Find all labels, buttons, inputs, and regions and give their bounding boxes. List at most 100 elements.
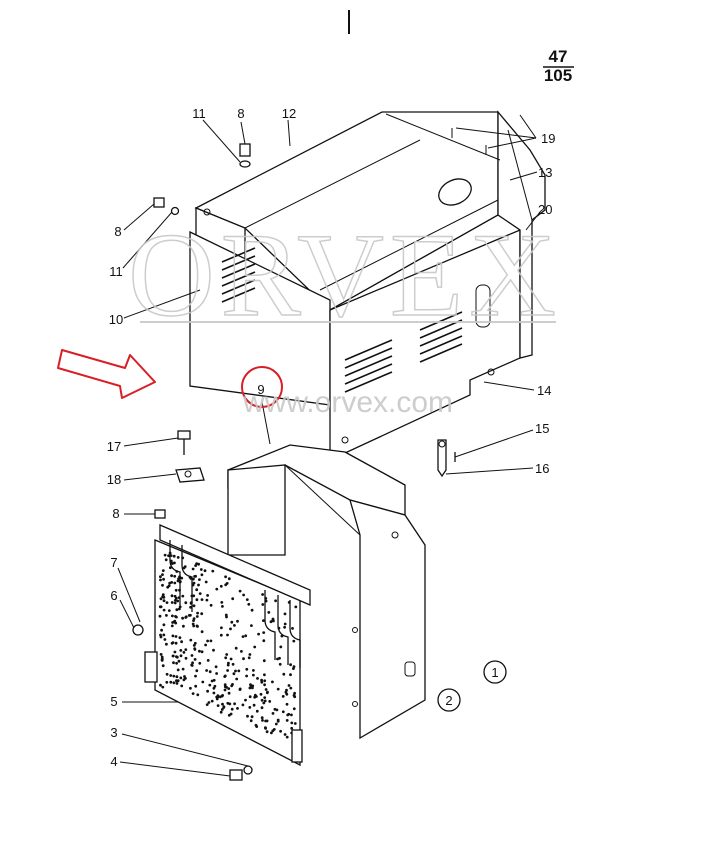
radiator-fins [158,551,298,739]
fin-dot [245,674,249,678]
fin-dot [162,608,166,612]
fin-dot [224,575,228,579]
fin-dot [285,719,289,722]
fin-dot [192,604,196,608]
fin-dot [205,669,209,672]
fin-dot [200,598,204,601]
fin-dot [230,684,234,688]
callout-11-top: 11 [192,106,206,121]
fin-dot [285,702,289,706]
fin-dot [236,707,239,710]
callout-9: 9 [257,382,264,397]
fin-dot [170,601,174,604]
bolt-8-top [239,143,251,168]
fin-dot [172,554,176,558]
leader-lines [117,114,541,777]
fin-dot [170,574,174,578]
fin-dot [219,633,223,637]
fin-dot [208,670,212,674]
fin-dot [169,674,173,677]
fin-dot [200,573,204,577]
fin-dot [193,641,197,645]
fin-dot [214,665,218,669]
lower-shroud-assembly [227,444,426,740]
fin-dot [197,583,200,587]
fin-dot [175,570,179,573]
fin-dot [196,693,200,697]
fin-dot [170,641,174,645]
fin-dot [165,680,169,684]
nut-6 [132,624,144,636]
fin-dot [212,678,216,682]
fin-dot [233,624,236,627]
fin-dot [276,687,280,691]
callout-14: 14 [537,383,551,398]
fin-dot [176,668,180,672]
fin-dot [167,609,171,612]
fin-dot [252,669,255,672]
fin-dot [221,605,224,608]
fin-dot [191,692,195,695]
fin-dot [174,635,178,638]
fin-dot [226,633,229,637]
fin-dot [230,620,234,624]
callout-8-top: 8 [237,106,244,121]
callout-4: 4 [110,754,117,769]
callout-5: 5 [110,694,117,709]
fin-dot [282,672,286,676]
fin-dot [292,707,296,711]
fin-dot [173,574,177,578]
watermark-brand: ORVEX [128,208,562,341]
fin-dot [181,667,185,671]
fin-dot [162,595,166,599]
fin-dot [178,588,181,592]
fin-dot [278,656,281,660]
fin-dot [265,691,269,695]
fin-dot [242,593,246,597]
fin-dot [249,684,253,688]
fin-dot [163,553,167,557]
callout-19: 19 [541,131,555,146]
fin-dot [224,656,228,660]
fin-dot [206,639,210,643]
fin-dot [176,599,180,603]
fin-dot [272,619,275,623]
fin-dot [281,710,285,714]
fin-dot [230,707,234,711]
fin-dot [194,684,198,688]
fin-dot [204,643,208,647]
fin-dot [179,654,183,658]
callout-18: 18 [107,472,121,487]
fin-dot [168,581,172,585]
fin-dot [219,710,223,714]
fin-dot [291,627,294,630]
fin-dot [176,579,180,583]
radiator-condenser [144,524,311,767]
fin-dot [290,721,294,725]
fin-dot [246,714,249,718]
fin-dot [191,661,195,665]
fin-dot [252,673,255,677]
fin-dot [253,645,257,649]
fin-dot [182,624,185,628]
fin-dot [220,601,224,604]
fin-dot [278,662,282,666]
fin-dot [223,688,227,692]
fin-dot [257,632,260,636]
fin-dot [158,614,162,618]
highlight-circle-part-9 [241,366,283,408]
callout-11-left: 11 [109,264,123,279]
fin-dot [162,633,166,637]
svg-text:2: 2 [445,693,452,708]
fin-dot [260,698,264,702]
fin-dot [261,593,264,596]
fin-dot [178,605,182,609]
fin-dot [182,651,186,654]
fin-dot [181,556,185,560]
fin-dot [170,594,174,598]
fin-dot [174,621,178,625]
fin-dot [171,634,175,638]
fin-dot [159,683,162,687]
fin-dot [245,667,249,671]
fin-dot [285,688,288,692]
